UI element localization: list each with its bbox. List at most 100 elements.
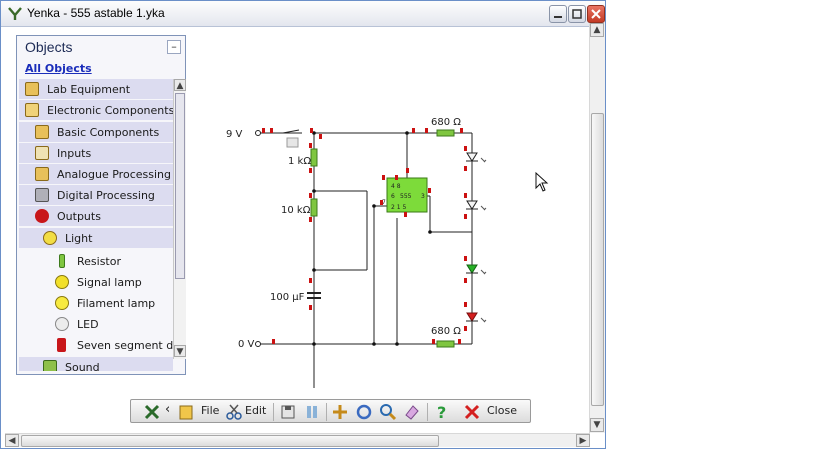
- tree-scroll-down-button[interactable]: ▼: [174, 345, 186, 357]
- supply-top-terminal[interactable]: [255, 130, 261, 136]
- horizontal-scrollbar[interactable]: ◀ ▶: [5, 433, 590, 447]
- tree-item-led[interactable]: LED: [19, 314, 173, 334]
- toolbar-separator: [326, 403, 327, 421]
- pause-icon[interactable]: [303, 403, 321, 421]
- close-icon: [591, 9, 601, 19]
- tree-item-label: Digital Processing: [57, 188, 155, 202]
- vertical-scroll-thumb[interactable]: [591, 113, 604, 406]
- yenka-app-icon: [8, 7, 22, 20]
- sound-icon: [43, 360, 57, 371]
- led-red[interactable]: [466, 312, 487, 323]
- panel-collapse-button[interactable]: –: [167, 40, 181, 54]
- chip-pin-left: 7: [382, 199, 386, 206]
- tree-item-analogue-processing[interactable]: Analogue Processing: [19, 164, 173, 184]
- save-icon[interactable]: [279, 403, 297, 421]
- maximize-button[interactable]: [568, 5, 586, 23]
- resistor-680-bottom-label: 680 Ω: [431, 326, 461, 337]
- led-2[interactable]: [466, 200, 487, 211]
- led-green[interactable]: [466, 264, 487, 275]
- chip-pins-top: 4 8: [391, 183, 401, 190]
- inputs-icon: [35, 146, 49, 160]
- tree-item-sound[interactable]: Sound: [19, 357, 173, 371]
- lab-equipment-icon: [25, 82, 39, 96]
- eraser-icon[interactable]: [403, 403, 421, 421]
- switch[interactable]: [282, 129, 300, 148]
- title-bar: Yenka - 555 astable 1.yka: [1, 1, 605, 27]
- chevron-left-icon[interactable]: ‹: [165, 402, 171, 417]
- tree-item-label: Resistor: [77, 254, 121, 268]
- window-title: Yenka - 555 astable 1.yka: [27, 6, 165, 20]
- file-icon[interactable]: [177, 403, 195, 421]
- supply-top-label: 9 V: [226, 129, 243, 140]
- scroll-left-button[interactable]: ◀: [5, 434, 19, 447]
- scroll-right-button[interactable]: ▶: [576, 434, 590, 447]
- scroll-down-button[interactable]: ▼: [590, 418, 604, 432]
- tree-scrollbar[interactable]: ▲ ▼: [173, 79, 186, 359]
- resistor-680-bottom[interactable]: [436, 340, 455, 348]
- tree-scroll-up-button[interactable]: ▲: [174, 79, 186, 91]
- tree-item-label: Inputs: [57, 146, 92, 160]
- supply-bottom-label: 0 V: [238, 339, 255, 350]
- capacitor-100uf[interactable]: [307, 286, 321, 303]
- outputs-icon: [35, 209, 49, 223]
- tree-item-digital-processing[interactable]: Digital Processing: [19, 185, 173, 205]
- resistor-10k[interactable]: [310, 198, 318, 217]
- tree-item-label: Lab Equipment: [47, 82, 131, 96]
- tree-item-lab-equipment[interactable]: Lab Equipment: [19, 79, 173, 99]
- resistor-1k[interactable]: [310, 148, 318, 167]
- tree-item-electronic-components[interactable]: Electronic Components: [19, 100, 173, 120]
- zoom-icon[interactable]: [379, 403, 397, 421]
- tree-item-outputs[interactable]: Outputs: [19, 206, 173, 226]
- edit-menu-button[interactable]: Edit: [245, 404, 267, 417]
- tree-scroll-thumb[interactable]: [175, 93, 185, 279]
- resistor-680-top-label: 680 Ω: [431, 117, 461, 128]
- supply-bottom-terminal[interactable]: [255, 341, 261, 347]
- rotate-icon[interactable]: [355, 403, 373, 421]
- resistor-680-top[interactable]: [436, 129, 455, 137]
- tree-item-light[interactable]: Light: [19, 228, 173, 248]
- close-window-button[interactable]: [587, 5, 605, 23]
- tree-item-label: Sound: [65, 360, 100, 372]
- resistor-10k-label: 10 kΩ: [281, 205, 311, 216]
- tree-item-label: Electronic Components: [47, 103, 173, 117]
- toolbar-separator: [427, 403, 428, 421]
- horizontal-scroll-thumb[interactable]: [21, 435, 439, 447]
- tools-icon[interactable]: [143, 403, 161, 421]
- bottom-toolbar: ‹ File Edit ? Close: [130, 399, 531, 423]
- led-1[interactable]: [466, 152, 487, 163]
- chip-pins-mid: 6: [391, 193, 395, 200]
- electronic-components-icon: [25, 103, 39, 117]
- led-icon: [55, 317, 69, 331]
- tree-item-inputs[interactable]: Inputs: [19, 143, 173, 163]
- tree-item-filament-lamp[interactable]: Filament lamp: [19, 293, 173, 313]
- objects-panel-title: Objects: [25, 39, 73, 55]
- scissors-icon[interactable]: [225, 403, 243, 421]
- objects-tree: Lab Equipment Electronic Components Basi…: [19, 79, 173, 371]
- tree-item-signal-lamp[interactable]: Signal lamp: [19, 272, 173, 292]
- resistor-1k-label: 1 kΩ: [288, 156, 311, 167]
- tree-item-label: Basic Components: [57, 125, 160, 139]
- all-objects-link[interactable]: All Objects: [25, 62, 92, 75]
- tree-item-basic-components[interactable]: Basic Components: [19, 122, 173, 142]
- chip-pins-bottom: 2 1 5: [391, 204, 406, 211]
- circuit-diagram[interactable]: 9 V 0 V 1 kΩ 10 kΩ 100 µF 680 Ω 680 Ω: [2, 28, 588, 432]
- maximize-icon: [572, 9, 582, 19]
- analogue-processing-icon: [35, 167, 49, 181]
- close-icon[interactable]: [463, 403, 481, 421]
- tree-item-label: Seven segment dis: [77, 338, 173, 352]
- help-icon[interactable]: ?: [433, 403, 451, 421]
- capacitor-label: 100 µF: [270, 292, 305, 303]
- close-button[interactable]: Close: [487, 404, 517, 417]
- move-icon[interactable]: [331, 403, 349, 421]
- filament-lamp-icon: [55, 296, 69, 310]
- objects-panel: Objects – All Objects Lab Equipment Elec…: [16, 35, 186, 375]
- tree-item-seven-segment[interactable]: Seven segment dis: [19, 335, 173, 355]
- file-menu-button[interactable]: File: [201, 404, 220, 417]
- chip-555[interactable]: 4 8 6 555 3 2 1 5 7: [382, 177, 428, 213]
- signal-lamp-icon: [55, 275, 69, 289]
- minimize-button[interactable]: [549, 5, 567, 23]
- scroll-up-button[interactable]: ▲: [590, 23, 604, 37]
- yenka-window: Yenka - 555 astable 1.yka: [0, 0, 606, 449]
- tree-item-resistor[interactable]: Resistor: [19, 251, 173, 271]
- vertical-scrollbar[interactable]: ▲ ▼: [589, 23, 605, 433]
